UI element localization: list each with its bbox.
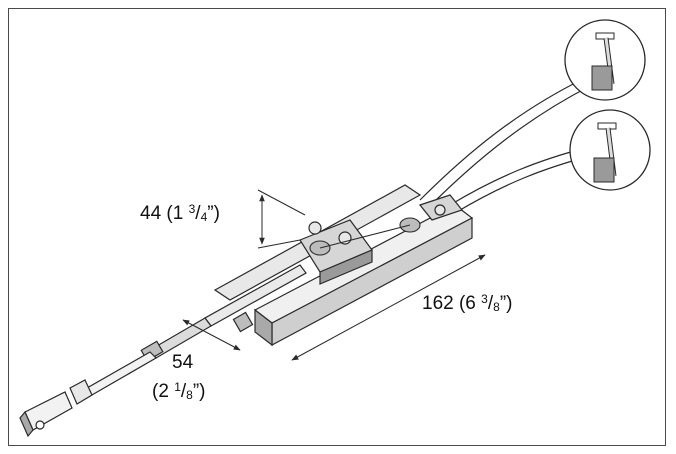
lever-detail-bottom bbox=[569, 109, 651, 191]
upper-cable bbox=[419, 77, 591, 209]
height-dimension-label: 44 (1 3/4”) bbox=[140, 202, 220, 224]
cable-fittings bbox=[309, 217, 421, 256]
height-dimension-line bbox=[257, 189, 306, 249]
lower-cable bbox=[449, 147, 591, 214]
length-dimension-line bbox=[291, 254, 486, 361]
offset-dimension-line bbox=[182, 319, 241, 351]
offset-dimension-fraction: (2 1/8”) bbox=[152, 380, 206, 402]
offset-dimension-value: 54 bbox=[172, 352, 194, 373]
length-dimension-label: 162 (6 3/8”) bbox=[422, 292, 513, 314]
clevis-end bbox=[19, 379, 93, 438]
lever-detail-top bbox=[564, 19, 646, 101]
